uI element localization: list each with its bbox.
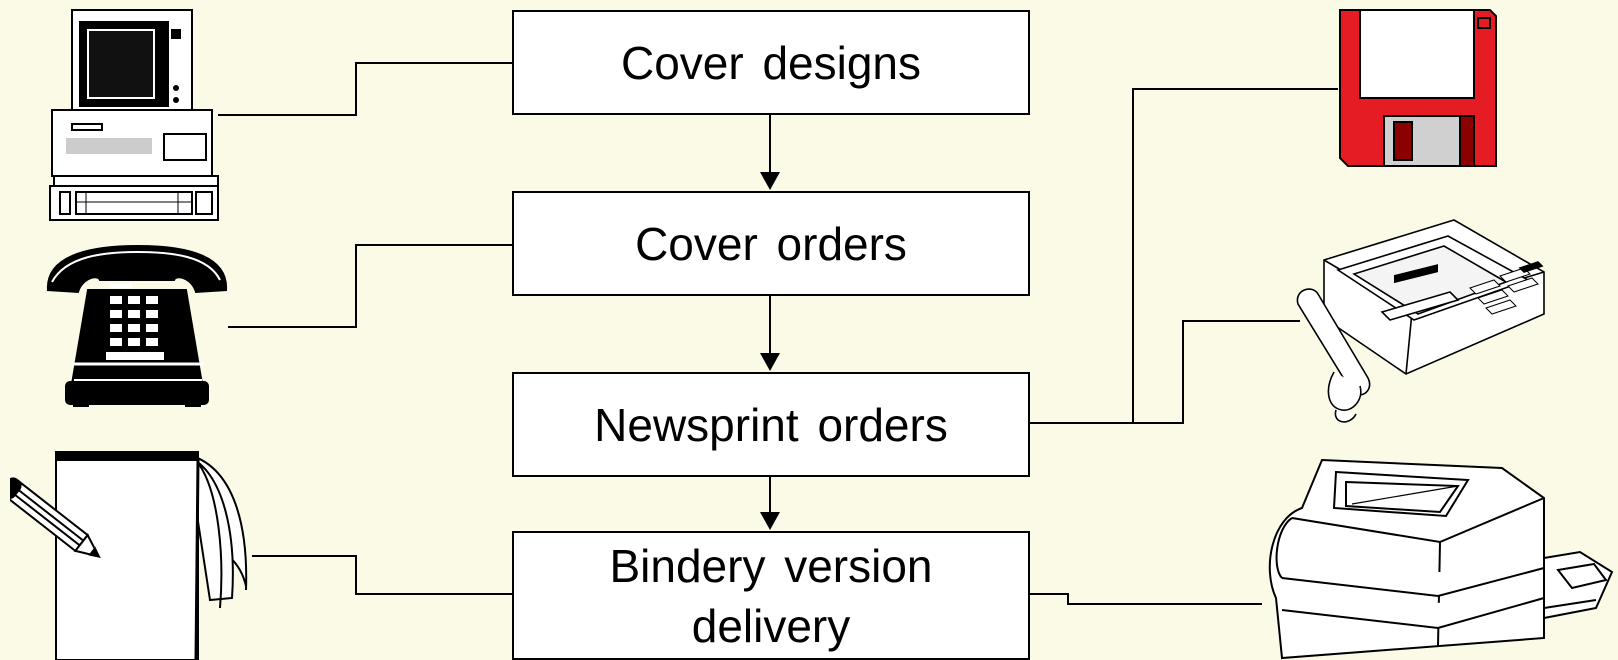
notepad-pencil-icon [10,451,248,660]
arrowhead-2 [760,353,780,371]
arrowhead-1 [760,172,780,190]
step-newsprint-orders: Newsprint orders [512,372,1030,477]
step-cover-designs: Cover designs [512,10,1030,115]
step-cover-orders: Cover orders [512,191,1030,296]
step-label: Cover designs [620,36,922,89]
arrowhead-3 [760,512,780,530]
computer-icon [49,9,219,221]
telephone-icon [46,244,228,407]
computer-connector [218,62,512,116]
fax-connector [1030,320,1300,424]
step-label: Bindery version delivery [609,539,933,652]
telephone-connector [228,244,512,328]
printer-icon [1268,458,1614,660]
floppy-disk-icon [1339,9,1497,167]
step-label: Newsprint orders [594,398,948,451]
printer-connector [1030,593,1262,605]
notepad-connector [252,555,512,595]
fax-machine-icon [1296,219,1545,423]
step-label: Cover orders [635,217,907,270]
step-bindery-version-delivery: Bindery version delivery [512,531,1030,660]
